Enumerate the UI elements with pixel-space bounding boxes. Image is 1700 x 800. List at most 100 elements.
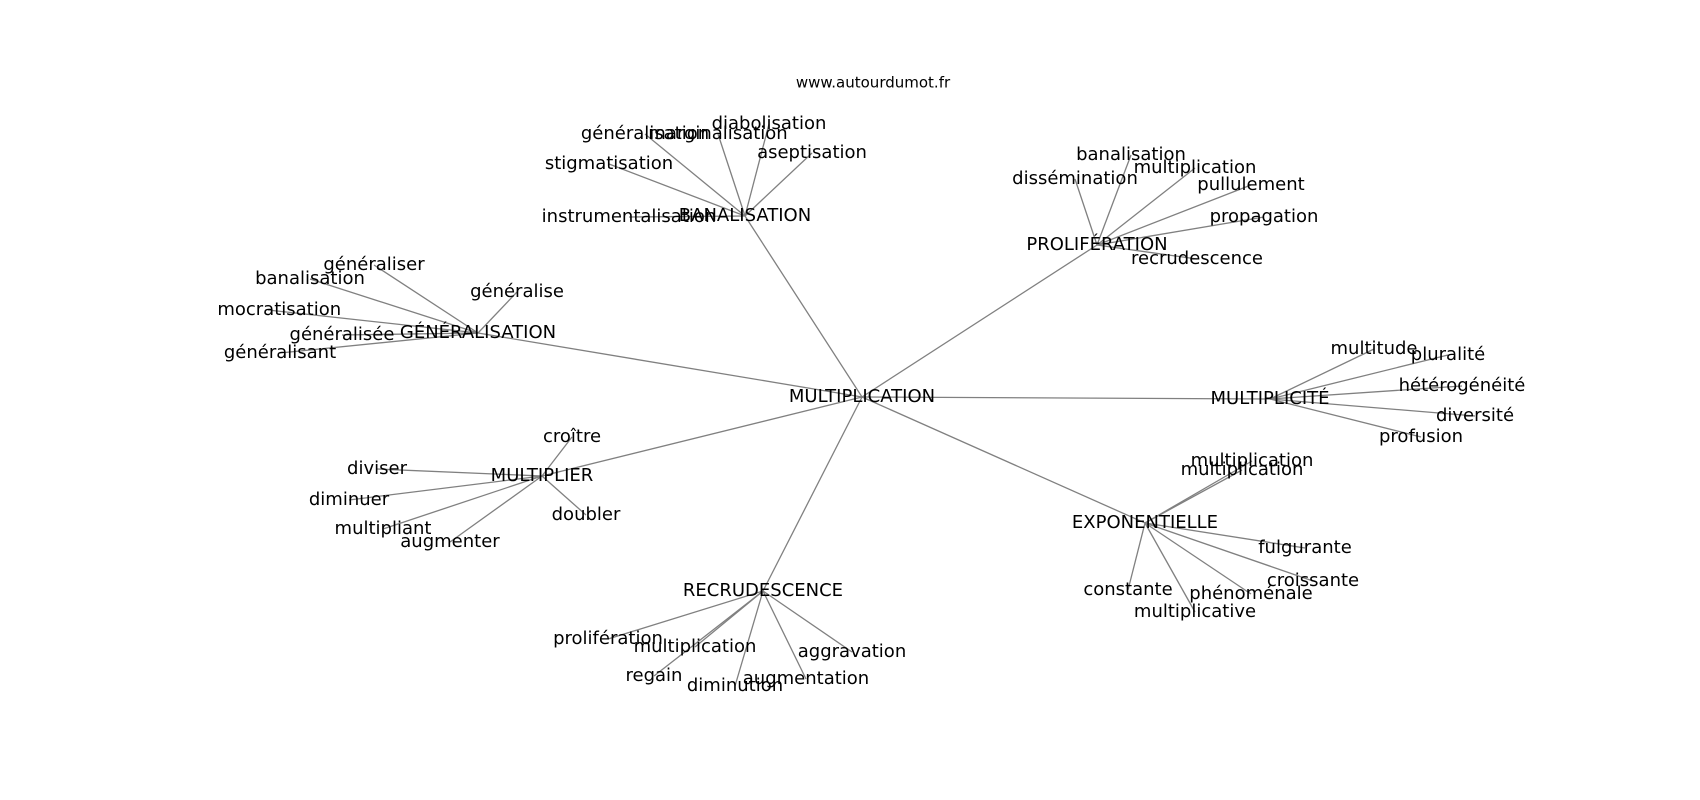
edge-hub-leaf bbox=[541, 436, 573, 477]
leaf-node-label: marginalisation bbox=[648, 123, 787, 144]
edge-hub-leaf bbox=[1144, 522, 1196, 613]
edge-hub-leaf bbox=[628, 215, 746, 218]
edge-hub-leaf bbox=[1269, 354, 1449, 400]
edge-hub-leaf bbox=[477, 291, 518, 334]
edge-hub-leaf bbox=[1144, 469, 1243, 524]
leaf-node-label: hétérogénéité bbox=[1399, 375, 1526, 396]
leaf-node-label: dissémination bbox=[1012, 168, 1138, 189]
leaf-node-label: généralisée bbox=[290, 324, 395, 345]
leaf-node-label: diminution bbox=[687, 675, 783, 696]
edge-hub-leaf bbox=[644, 133, 746, 217]
leaf-node-label: phénoménale bbox=[1189, 583, 1312, 604]
edge-hub-leaf bbox=[1096, 167, 1196, 246]
edge-hub-leaf bbox=[653, 590, 764, 677]
edge-hub-leaf bbox=[1127, 522, 1146, 591]
edge-center-hub bbox=[861, 396, 1271, 400]
leaf-node-label: multiplication bbox=[634, 636, 757, 657]
leaf-node-label: démocratisation bbox=[195, 299, 341, 320]
edge-center-hub bbox=[744, 215, 863, 398]
edge-center-hub bbox=[541, 396, 863, 477]
edge-hub-leaf bbox=[608, 163, 746, 217]
edge-hub-leaf bbox=[309, 278, 479, 334]
leaf-node-label: multitude bbox=[1331, 338, 1418, 359]
leaf-node-label: multipliant bbox=[335, 518, 432, 539]
hub-node-label: MULTIPLIER bbox=[491, 465, 594, 486]
edge-hub-leaf bbox=[1144, 522, 1252, 595]
leaf-node-label: prolifération bbox=[553, 628, 663, 649]
edge-hub-leaf bbox=[267, 309, 479, 334]
leaf-node-label: aseptisation bbox=[757, 142, 867, 163]
edge-center-hub bbox=[477, 332, 863, 398]
edge-hub-leaf bbox=[373, 264, 479, 334]
edge-hub-leaf bbox=[1269, 398, 1476, 417]
leaf-node-label: généraliser bbox=[323, 254, 425, 275]
leaf-node-label: banalisation bbox=[255, 268, 365, 289]
leaf-node-label: diversité bbox=[1436, 405, 1514, 426]
leaf-node-label: généralise bbox=[470, 281, 564, 302]
leaf-node-label: propagation bbox=[1210, 206, 1319, 227]
leaf-node-label: fulgurante bbox=[1258, 537, 1352, 558]
leaf-node-label: augmentation bbox=[743, 668, 869, 689]
hub-node-label: RECRUDESCENCE bbox=[683, 580, 843, 601]
edge-hub-leaf bbox=[541, 475, 587, 516]
edge-hub-leaf bbox=[762, 590, 853, 653]
edge-center-hub bbox=[861, 396, 1146, 524]
leaf-node-label: constante bbox=[1083, 579, 1172, 600]
leaf-node-label: multiplication bbox=[1181, 459, 1304, 480]
edge-hub-leaf bbox=[1144, 522, 1306, 549]
edge-hub-leaf bbox=[607, 590, 764, 640]
edge-hub-leaf bbox=[1144, 522, 1314, 582]
hub-node-label: MULTIPLICITÉ bbox=[1211, 387, 1330, 409]
edge-hub-leaf bbox=[1096, 216, 1265, 246]
hub-node-label: EXPONENTIELLE bbox=[1072, 512, 1218, 533]
edge-center-hub bbox=[861, 244, 1098, 398]
leaf-node-label: banalisation bbox=[1076, 144, 1186, 165]
edge-hub-leaf bbox=[734, 590, 764, 687]
edge-hub-leaf bbox=[1074, 178, 1098, 246]
graph-labels: MULTIPLICATION BANALISATION généralisation… bbox=[195, 113, 1526, 696]
leaf-node-label: pluralité bbox=[1411, 344, 1485, 365]
edge-hub-leaf bbox=[717, 133, 746, 217]
leaf-node-label: diminuer bbox=[309, 489, 390, 510]
edge-hub-leaf bbox=[1269, 348, 1375, 400]
edge-hub-leaf bbox=[348, 475, 543, 501]
leaf-node-label: diabolisation bbox=[712, 113, 827, 134]
leaf-node-label: pullulement bbox=[1197, 174, 1304, 195]
leaf-node-label: stigmatisation bbox=[545, 153, 673, 174]
edge-hub-leaf bbox=[1096, 184, 1252, 246]
center-node-label: MULTIPLICATION bbox=[789, 386, 935, 407]
edge-hub-leaf bbox=[744, 123, 770, 217]
edge-hub-leaf bbox=[744, 152, 813, 217]
leaf-node-label: instrumentalisation bbox=[542, 206, 717, 227]
leaf-node-label: profusion bbox=[1379, 426, 1463, 447]
leaf-node-label: croissante bbox=[1267, 570, 1359, 591]
edge-hub-leaf bbox=[449, 475, 543, 543]
leaf-node-label: doubler bbox=[552, 504, 621, 525]
leaf-node-label: regain bbox=[626, 665, 683, 686]
graph-edges bbox=[267, 123, 1476, 687]
site-url[interactable]: www.autourdumot.fr bbox=[796, 74, 951, 92]
leaf-node-label: augmenter bbox=[400, 531, 500, 552]
leaf-node-label: aggravation bbox=[798, 641, 906, 662]
leaf-node-label: recrudescence bbox=[1131, 248, 1263, 269]
edge-hub-leaf bbox=[279, 332, 479, 354]
edge-hub-leaf bbox=[341, 332, 479, 336]
edge-hub-leaf bbox=[1269, 398, 1422, 438]
leaf-node-label: multiplication bbox=[1134, 157, 1257, 178]
leaf-node-label: généralisation bbox=[581, 123, 709, 144]
hub-node-label: BANALISATION bbox=[679, 205, 811, 226]
leaf-node-label: généralisant bbox=[224, 342, 336, 363]
edge-hub-leaf bbox=[762, 590, 807, 680]
leaf-node-label: multiplication bbox=[1191, 450, 1314, 471]
edge-hub-leaf bbox=[376, 468, 543, 477]
leaf-node-label: multiplicative bbox=[1134, 601, 1256, 622]
hub-node-label: PROLIFÉRATION bbox=[1026, 233, 1167, 255]
hub-node-label: GÉNÉRALISATION bbox=[400, 321, 556, 343]
leaf-node-label: croître bbox=[543, 426, 601, 447]
edge-hub-leaf bbox=[1096, 154, 1132, 246]
edge-hub-leaf bbox=[1096, 244, 1198, 260]
edge-hub-leaf bbox=[382, 475, 543, 530]
edge-hub-leaf bbox=[1269, 385, 1463, 400]
edge-center-hub bbox=[762, 396, 863, 592]
